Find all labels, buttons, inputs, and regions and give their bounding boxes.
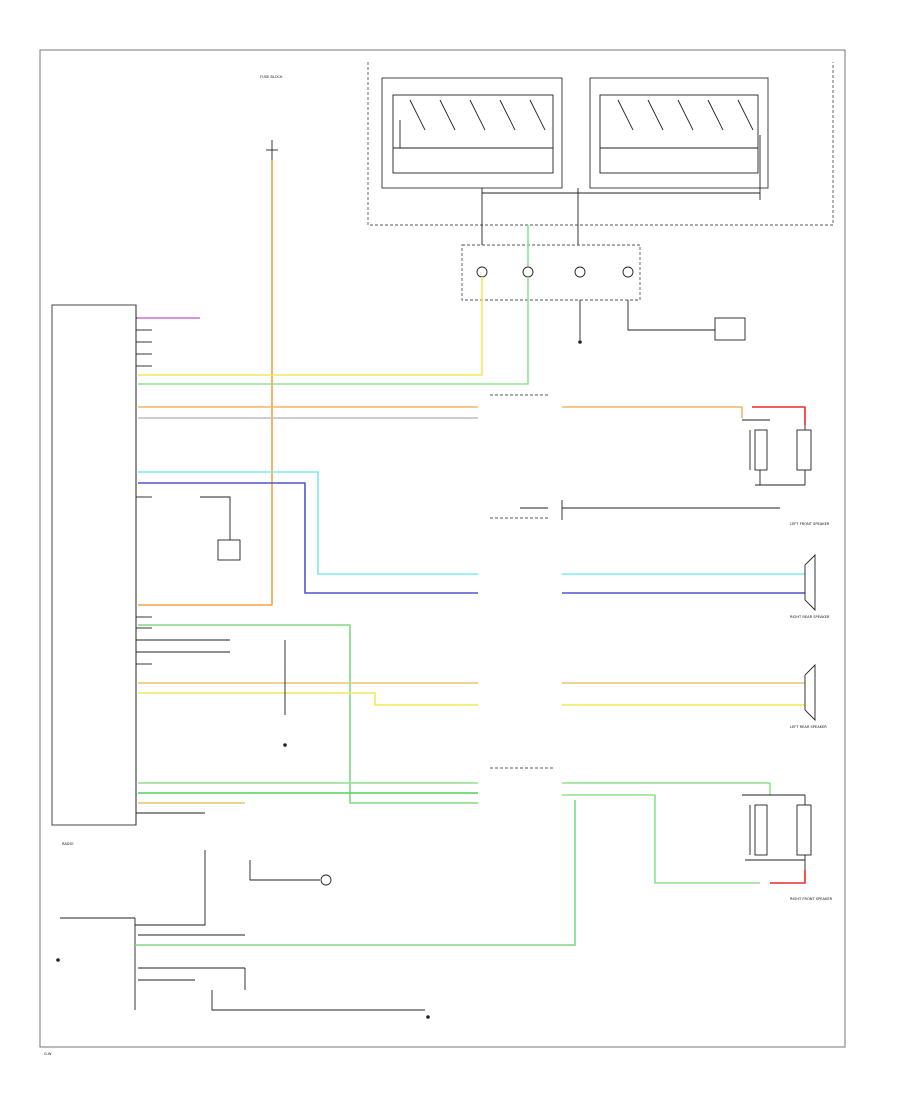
wire-tan-left-front-2 [562, 406, 743, 418]
wire-green-right-front-2 [562, 782, 771, 795]
wire-cyan-rear [138, 471, 478, 575]
wire-red-right-front [770, 870, 806, 884]
wire-blue-rear [138, 482, 478, 594]
ground-point [283, 640, 287, 747]
left-steering-switch [381, 77, 563, 189]
auxiliary-module [56, 917, 136, 1010]
left-front-speaker [742, 419, 812, 486]
bottom-wiring [135, 850, 430, 1019]
radio-ground [200, 496, 241, 561]
right-front-speaker-label: RIGHT FRONT SPEAKER [790, 897, 833, 901]
right-rear-speaker-label: RIGHT REAR SPEAKER [790, 615, 830, 619]
wire-yellow-clockspring [138, 277, 483, 376]
wire-orange-fuse-feed [138, 160, 273, 606]
wire-yellow-left-rear [138, 692, 478, 706]
left-front-speaker-label: LEFT FRONT SPEAKER [790, 522, 830, 526]
wire-green-right-front-loop [562, 794, 760, 884]
fuse-block-label: FUSE BLOCK [260, 75, 283, 79]
splice-connectors [490, 394, 780, 769]
switch-harness [481, 188, 760, 245]
steering-controls-region [367, 62, 834, 226]
left-rear-speaker [804, 663, 816, 722]
wire-green-clockspring [138, 277, 529, 385]
radio-module [51, 304, 137, 826]
radio-label: RADIO [62, 842, 74, 846]
right-steering-switch [589, 77, 769, 200]
right-rear-speaker [804, 553, 816, 612]
diagram-frame [39, 49, 846, 1048]
footer-code: G-W [44, 1052, 52, 1056]
clockspring [461, 244, 746, 344]
left-rear-speaker-label: LEFT REAR SPEAKER [790, 725, 827, 729]
right-front-speaker [742, 794, 812, 870]
wire-red-front-speaker [752, 406, 806, 425]
fuse-block [266, 140, 278, 160]
wire-green-bottom [135, 800, 576, 946]
radio-pin-stubs [136, 317, 230, 814]
wire-green-long [138, 624, 478, 804]
